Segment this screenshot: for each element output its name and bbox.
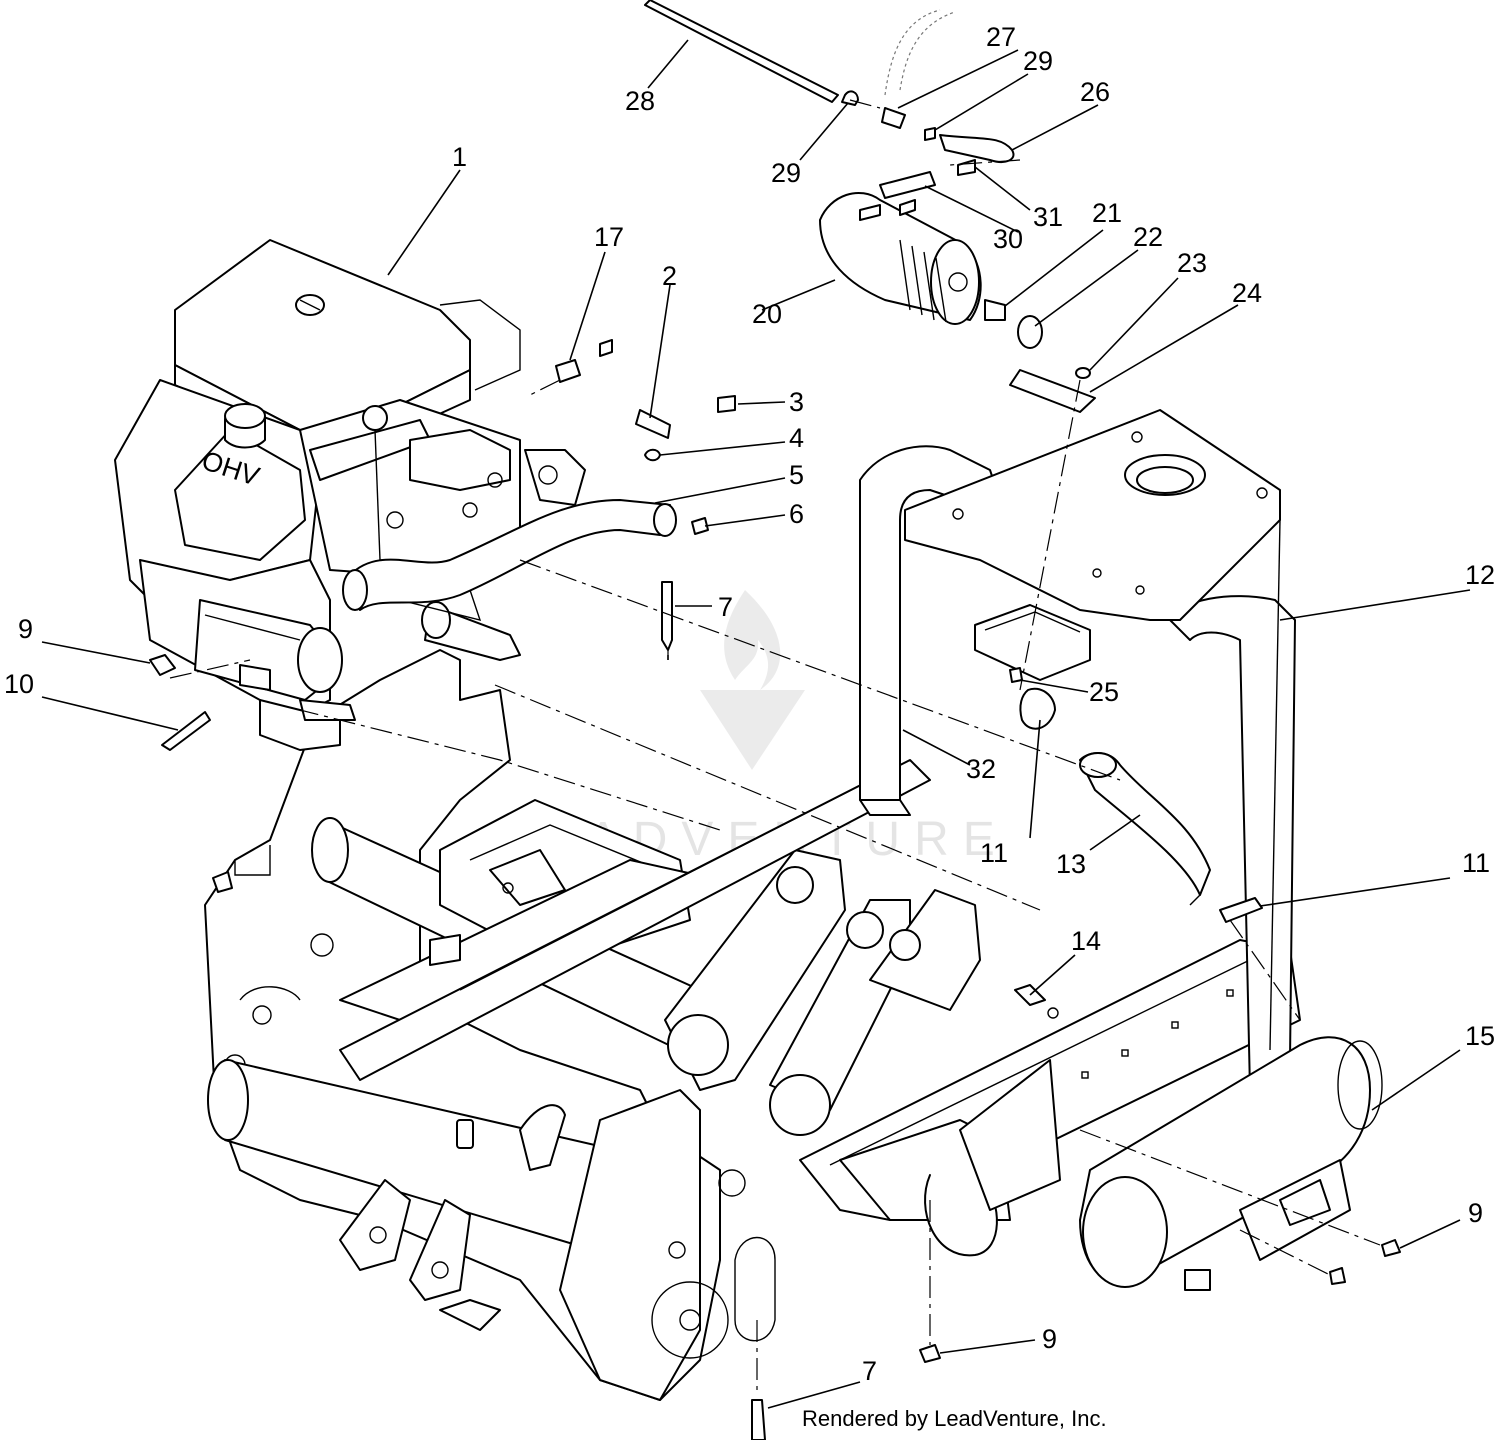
callout-24: 24	[1232, 278, 1262, 308]
callout-27: 27	[986, 22, 1016, 52]
callout-31: 31	[1033, 202, 1063, 232]
callout-32: 32	[966, 754, 996, 784]
callout-15: 15	[1465, 1021, 1495, 1051]
callout-14: 14	[1071, 926, 1101, 956]
callout-3: 3	[789, 387, 804, 417]
callout-1: 1	[452, 142, 467, 172]
callout-29-upper: 29	[1023, 46, 1053, 76]
callout-4: 4	[789, 423, 804, 453]
tailpipe	[1079, 752, 1211, 906]
rops-tower	[859, 409, 1296, 1091]
callout-12: 12	[1465, 560, 1495, 590]
callout-labels: 1 2 3 4 5 6 7 7 9 9 9 10 11 11 12 13 14 …	[4, 22, 1495, 1386]
callout-13: 13	[1056, 849, 1086, 879]
callout-29-lower: 29	[771, 158, 801, 188]
callout-26: 26	[1080, 77, 1110, 107]
callout-25: 25	[1089, 677, 1119, 707]
callout-30: 30	[993, 224, 1023, 254]
muffler	[1079, 1036, 1383, 1291]
callout-9-right: 9	[1468, 1198, 1483, 1228]
callout-17: 17	[594, 222, 624, 252]
callout-11-center: 11	[980, 838, 1008, 868]
frame	[204, 649, 1301, 1401]
assembly-lines	[169, 99, 1381, 1395]
callout-7-lower: 7	[862, 1356, 877, 1386]
callout-20: 20	[752, 299, 782, 329]
callout-10: 10	[4, 669, 34, 699]
credit-text: Rendered by LeadVenture, Inc.	[802, 1406, 1107, 1431]
engine: OHV	[114, 239, 586, 751]
callout-7-upper: 7	[718, 592, 733, 622]
exhaust-pipe	[342, 499, 677, 611]
callout-9-left: 9	[18, 614, 33, 644]
callout-23: 23	[1177, 248, 1207, 278]
callout-22: 22	[1133, 222, 1163, 252]
callout-2: 2	[662, 261, 677, 291]
callout-5: 5	[789, 460, 804, 490]
breather-hoses	[149, 0, 1401, 1440]
callout-6: 6	[789, 499, 804, 529]
callout-21: 21	[1092, 198, 1122, 228]
callout-leaders	[41, 39, 1471, 1409]
air-cleaner	[819, 191, 1096, 413]
callout-9-bottom: 9	[1042, 1324, 1057, 1354]
callout-28: 28	[625, 86, 655, 116]
callout-11-right: 11	[1462, 848, 1490, 878]
